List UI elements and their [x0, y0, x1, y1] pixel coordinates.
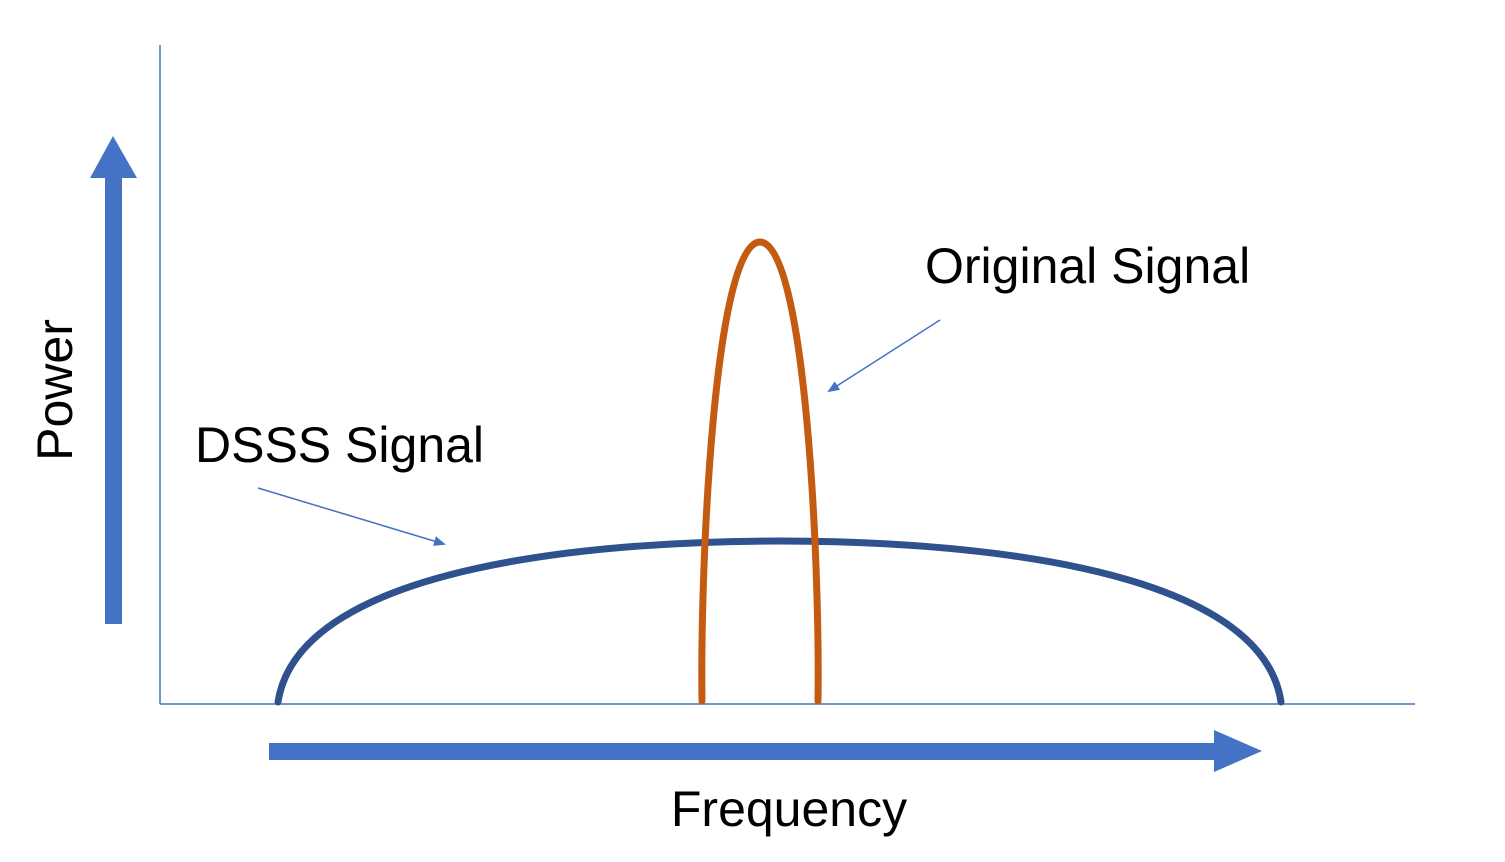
- power-arrow-icon: [90, 136, 137, 624]
- dsss-signal-curve: [274, 537, 1285, 706]
- dsss-signal-label: DSSS Signal: [195, 417, 484, 473]
- original-pointer-arrow: [827, 319, 941, 393]
- original-signal-label: Original Signal: [925, 238, 1250, 294]
- dsss-pointer-arrow: [257, 487, 446, 546]
- y-axis-label: Power: [27, 319, 83, 461]
- x-axis-label: Frequency: [671, 781, 907, 837]
- frequency-arrow-icon: [269, 730, 1262, 772]
- original-signal-curve: [698, 238, 822, 705]
